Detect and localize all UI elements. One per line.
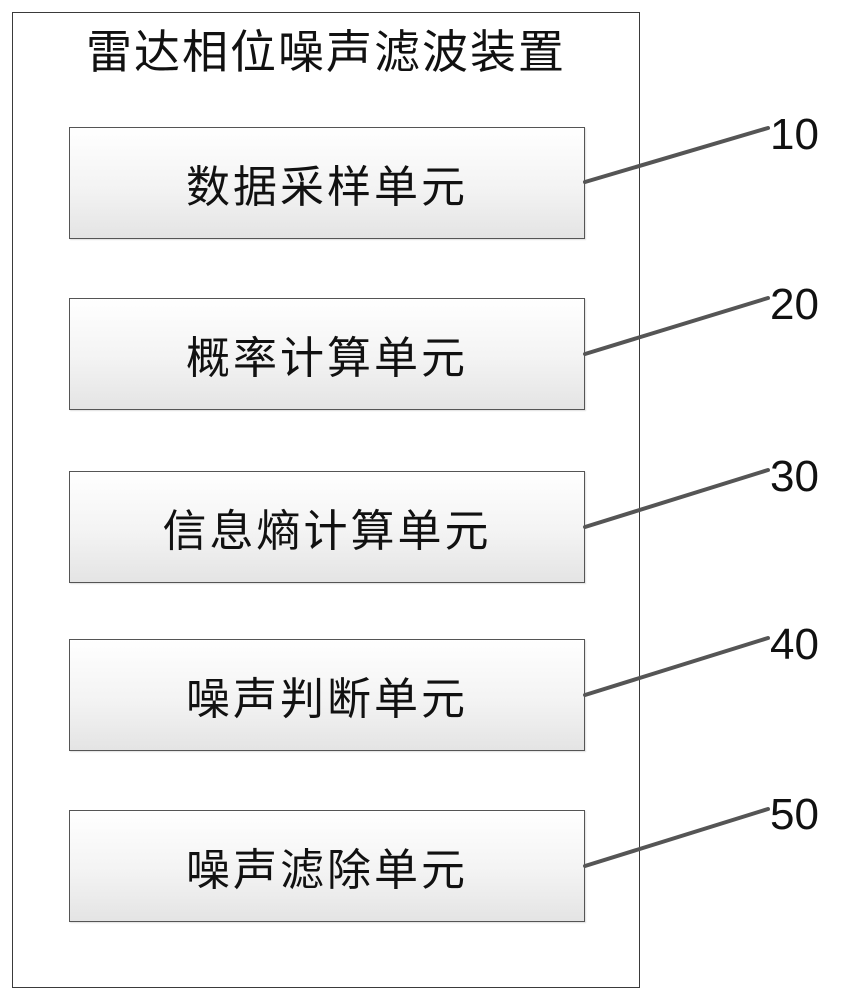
- unit-box-probability: 概率计算单元: [69, 298, 585, 410]
- ref-label-40: 40: [770, 623, 819, 667]
- unit-box-data-sampling: 数据采样单元: [69, 127, 585, 239]
- diagram-title: 雷达相位噪声滤波装置: [12, 22, 640, 82]
- ref-label-50: 50: [770, 793, 819, 837]
- unit-box-entropy: 信息熵计算单元: [69, 471, 585, 583]
- unit-box-noise-filtering: 噪声滤除单元: [69, 810, 585, 922]
- unit-box-noise-judgment: 噪声判断单元: [69, 639, 585, 751]
- ref-label-20: 20: [770, 283, 819, 327]
- ref-label-10: 10: [770, 113, 819, 157]
- ref-label-30: 30: [770, 455, 819, 499]
